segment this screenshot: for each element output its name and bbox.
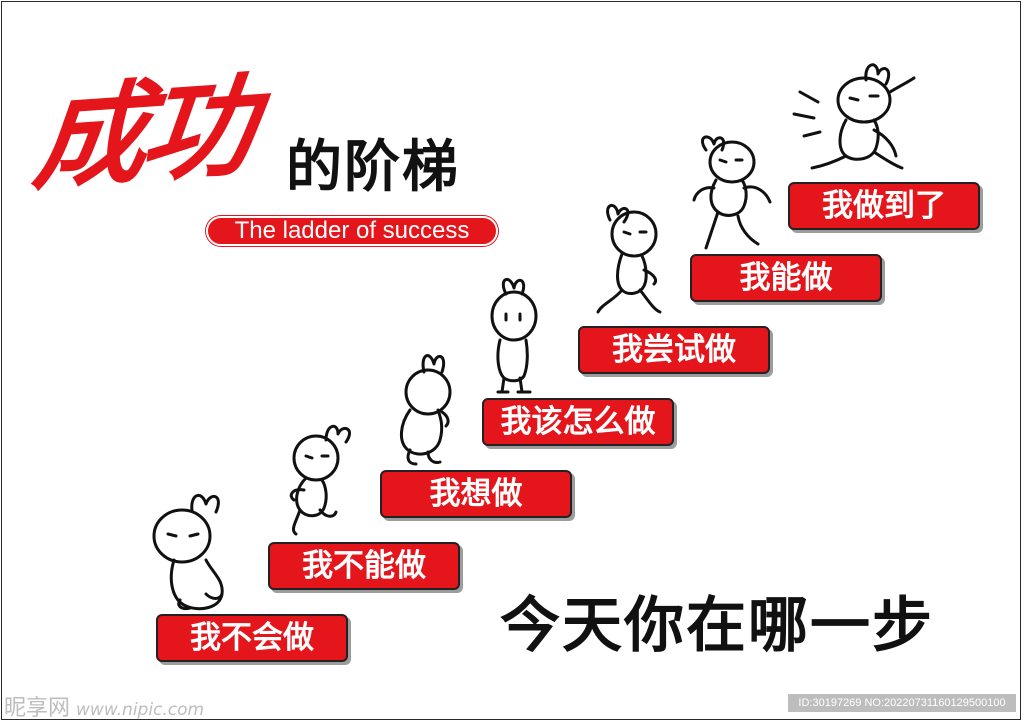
rabbit-icon [276, 418, 360, 542]
step-4: 我该怎么做 [482, 398, 674, 446]
step-7: 我做到了 [788, 182, 980, 230]
watermark-id: ID:30197269 NO:20220731160129500100 [788, 694, 1016, 712]
rabbit-icon [150, 488, 240, 614]
step-3: 我想做 [380, 470, 572, 518]
rabbit-icon [486, 272, 546, 400]
step-1: 我不会做 [156, 614, 348, 662]
title-success: 成功 [28, 60, 257, 207]
step-6: 我能做 [690, 254, 882, 302]
watermark-logo-text: 昵享网 [4, 696, 71, 721]
rabbit-icon [790, 56, 920, 180]
watermark-site: www.nipic.com [76, 700, 205, 720]
step-5: 我尝试做 [578, 326, 770, 374]
subtitle-english: The ladder of success [206, 216, 498, 246]
rabbit-icon [388, 346, 458, 472]
rabbit-icon [588, 200, 668, 324]
rabbit-icon [686, 132, 778, 254]
slogan: 今天你在哪一步 [500, 591, 934, 661]
title-ladder: 的阶梯 [286, 135, 460, 200]
step-2: 我不能做 [268, 542, 460, 590]
